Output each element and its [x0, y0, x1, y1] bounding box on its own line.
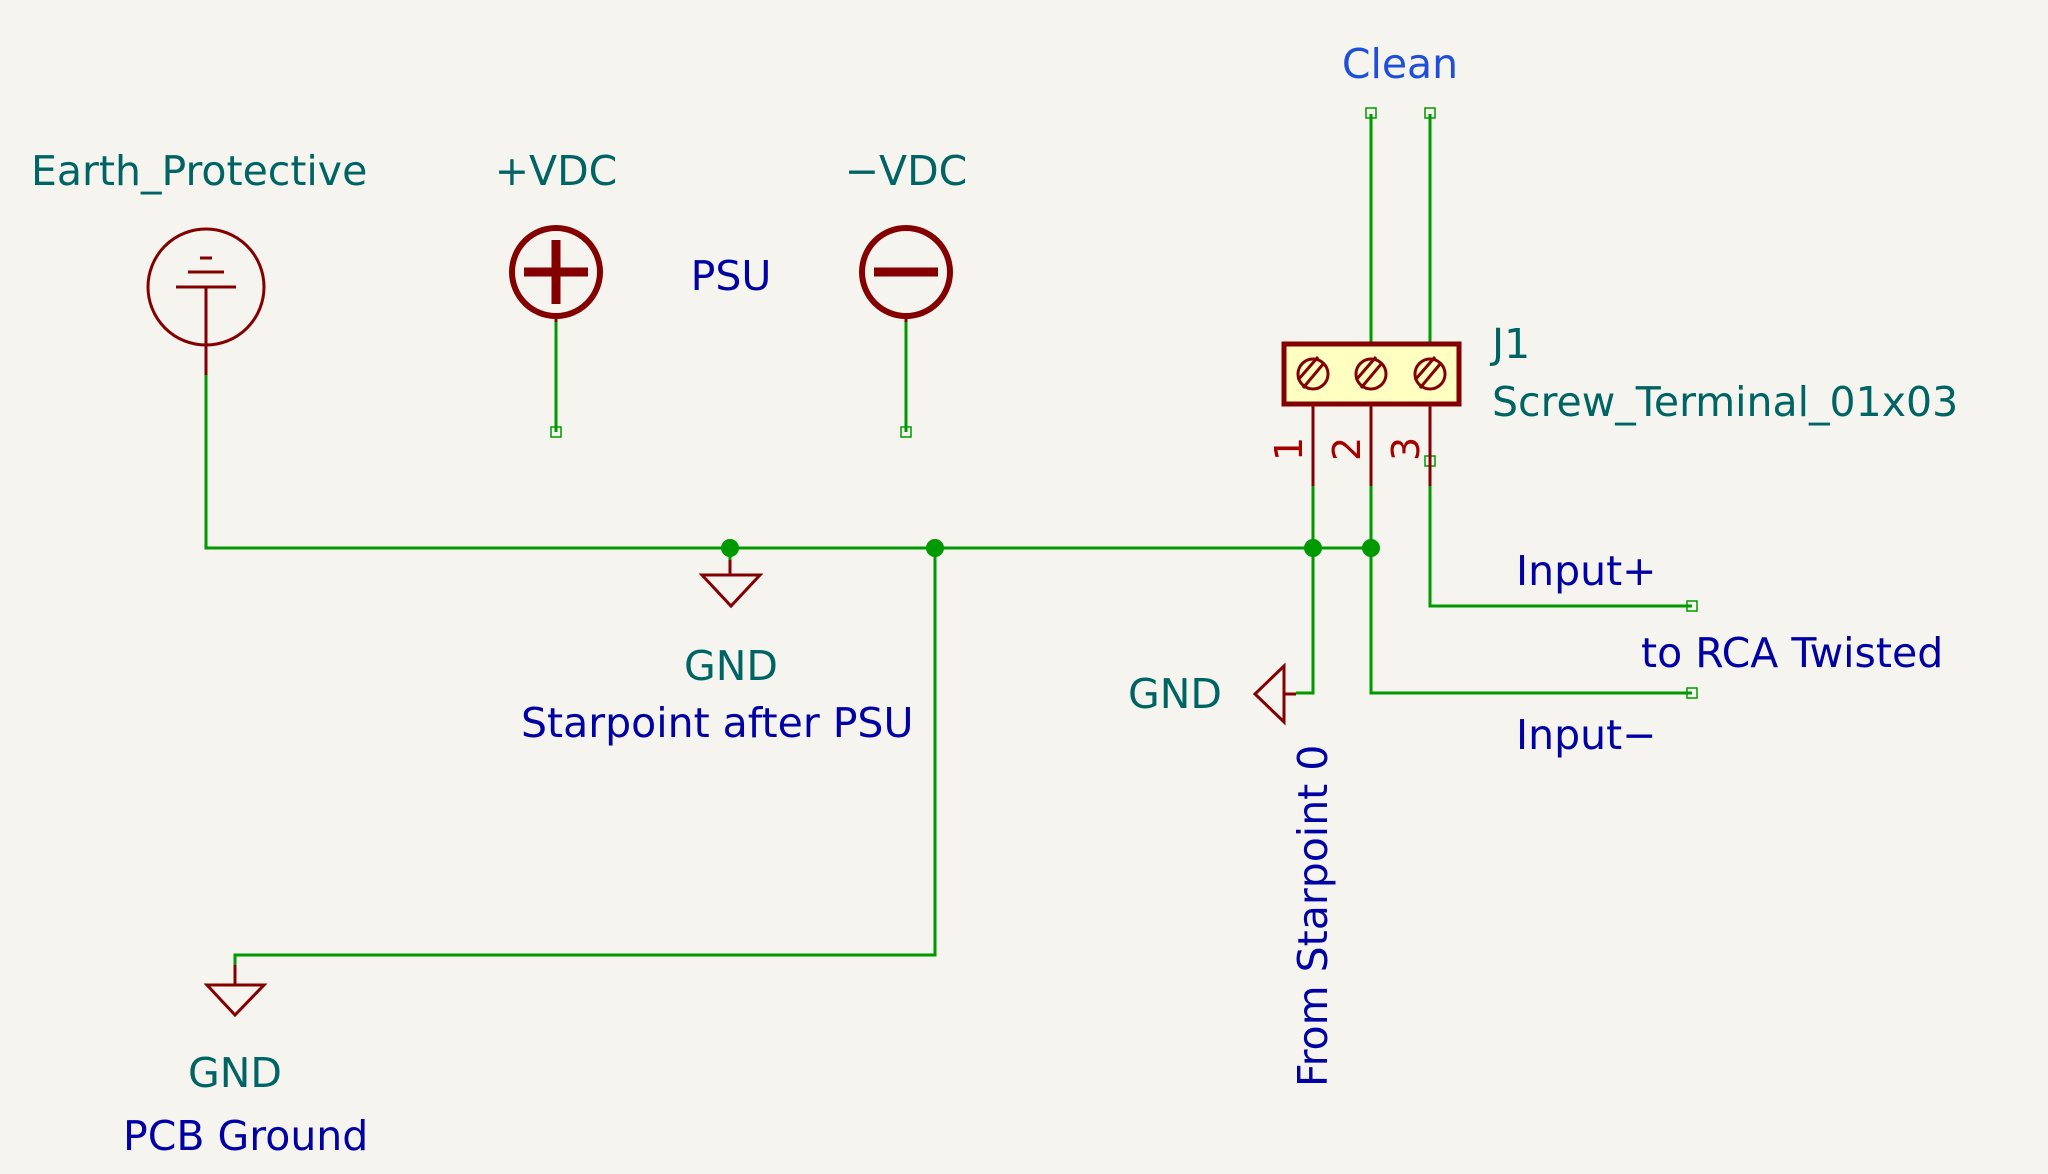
gnd-label: GND — [188, 1049, 282, 1097]
wire-end-marker — [550, 426, 562, 438]
junction-dot — [721, 539, 739, 557]
wire-end-marker — [1686, 600, 1698, 612]
wire-input-plus[interactable] — [1428, 114, 1692, 608]
junction-dot — [1304, 539, 1322, 557]
j1-value: Screw_Terminal_01x03 — [1492, 378, 1958, 426]
screw-2-icon — [1354, 356, 1388, 391]
wire-end-marker — [1424, 107, 1436, 119]
wire-gnd-starpoint[interactable] — [1296, 548, 1315, 695]
to-rca-note: to RCA Twisted — [1641, 629, 1943, 677]
wires — [204, 114, 1692, 965]
wire-end-marker — [900, 426, 912, 438]
pin-2-number: 2 — [1325, 437, 1369, 461]
plus-supply-icon[interactable] — [509, 225, 603, 322]
starpoint-note: Starpoint after PSU — [521, 699, 913, 747]
screw-3-icon — [1413, 356, 1447, 391]
wire-end-marker — [1365, 107, 1377, 119]
pcb-ground-note: PCB Ground — [123, 1112, 368, 1160]
mvdc-label: −VDC — [845, 147, 968, 195]
gnd-label: GND — [1128, 670, 1222, 718]
wire-end-marker — [1686, 687, 1698, 699]
junction-dot — [1362, 539, 1380, 557]
ground-icon[interactable] — [1252, 662, 1296, 726]
from-starpoint-note: From Starpoint 0 — [1289, 745, 1337, 1087]
ground-icon[interactable] — [203, 965, 268, 1018]
wire-pcb-ground[interactable] — [233, 548, 937, 965]
input-plus-label: Input+ — [1516, 547, 1657, 595]
pin-3-number: 3 — [1384, 437, 1428, 461]
screw-1-icon — [1296, 356, 1330, 391]
minus-supply-icon[interactable] — [859, 225, 953, 322]
input-minus-label: Input− — [1516, 711, 1657, 759]
junctions — [721, 539, 1380, 557]
j1-reference: J1 — [1489, 320, 1530, 368]
ground-icon[interactable] — [698, 560, 764, 609]
screw-terminal-j1[interactable] — [1281, 341, 1462, 486]
wire-main-bus[interactable] — [204, 375, 1371, 550]
pvdc-label: +VDC — [495, 147, 618, 195]
earth-protective-label: Earth_Protective — [31, 147, 367, 195]
net-label-clean[interactable]: Clean — [1342, 40, 1458, 88]
gnd-label: GND — [684, 642, 778, 690]
earth-protective-icon[interactable] — [146, 227, 266, 375]
pin-1-number: 1 — [1267, 437, 1311, 461]
junction-dot — [926, 539, 944, 557]
psu-note: PSU — [691, 252, 772, 300]
